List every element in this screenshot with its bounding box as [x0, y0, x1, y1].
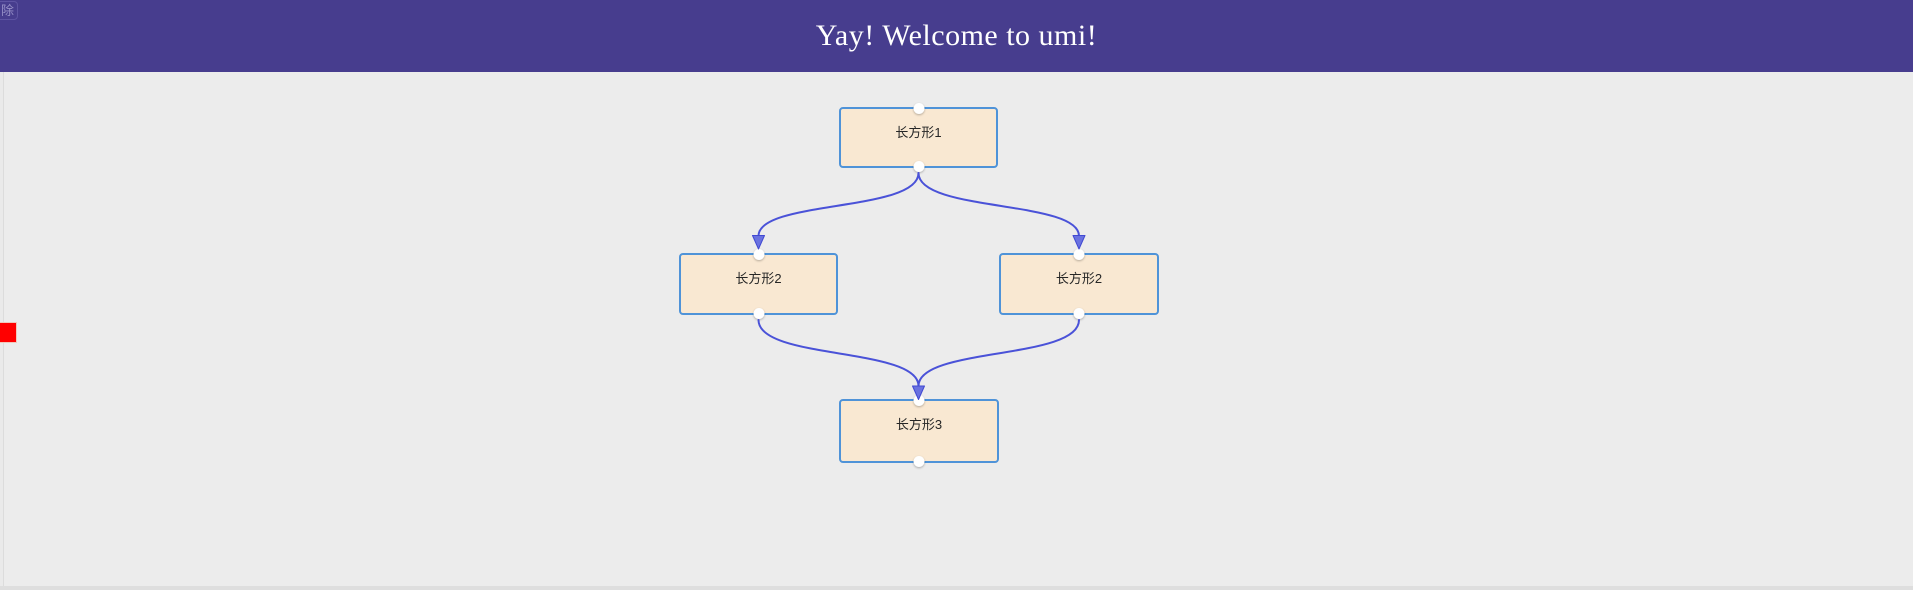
node-label: 长方形2 — [735, 271, 782, 286]
port-top[interactable] — [753, 249, 764, 260]
flow-node-rect-1[interactable]: 长方形1 — [839, 103, 998, 172]
edge-rect2-right-to-rect3[interactable] — [917, 319, 1080, 387]
node-label: 长方形2 — [1055, 271, 1103, 286]
canvas-bottom-edge-line — [0, 586, 1913, 590]
port-bottom[interactable] — [913, 456, 925, 467]
flow-node-rect-2-left[interactable]: 长方形2 — [679, 249, 838, 319]
port-bottom[interactable] — [913, 161, 924, 172]
delete-button-label: 除 — [0, 3, 14, 18]
flow-node-rect-2-right[interactable]: 长方形2 — [999, 249, 1159, 319]
port-top[interactable] — [1073, 249, 1085, 260]
edge-rect1-to-rect2-left[interactable] — [757, 172, 920, 237]
flow-node-rect-3[interactable]: 长方形3 — [839, 395, 999, 467]
delete-button[interactable]: 除 — [0, 1, 18, 20]
node-label: 长方形3 — [895, 417, 943, 432]
port-bottom[interactable] — [1073, 308, 1085, 319]
arrowhead-icon — [752, 235, 765, 250]
node-label: 长方形1 — [895, 125, 942, 140]
edge-rect2-left-to-rect3[interactable] — [757, 319, 920, 387]
arrowhead-icon — [1072, 235, 1086, 250]
port-top[interactable] — [913, 103, 924, 114]
port-bottom[interactable] — [753, 308, 764, 319]
app-header: 除 Yay! Welcome to umi! — [0, 0, 1913, 72]
edge-rect1-to-rect2-right[interactable] — [917, 172, 1080, 237]
red-marker[interactable] — [0, 322, 17, 343]
page-title: Yay! Welcome to umi! — [815, 19, 1098, 52]
port-top[interactable] — [913, 395, 925, 406]
flow-canvas[interactable]: 长方形1 长方形2 长方形2 长方形3 — [0, 72, 1913, 590]
